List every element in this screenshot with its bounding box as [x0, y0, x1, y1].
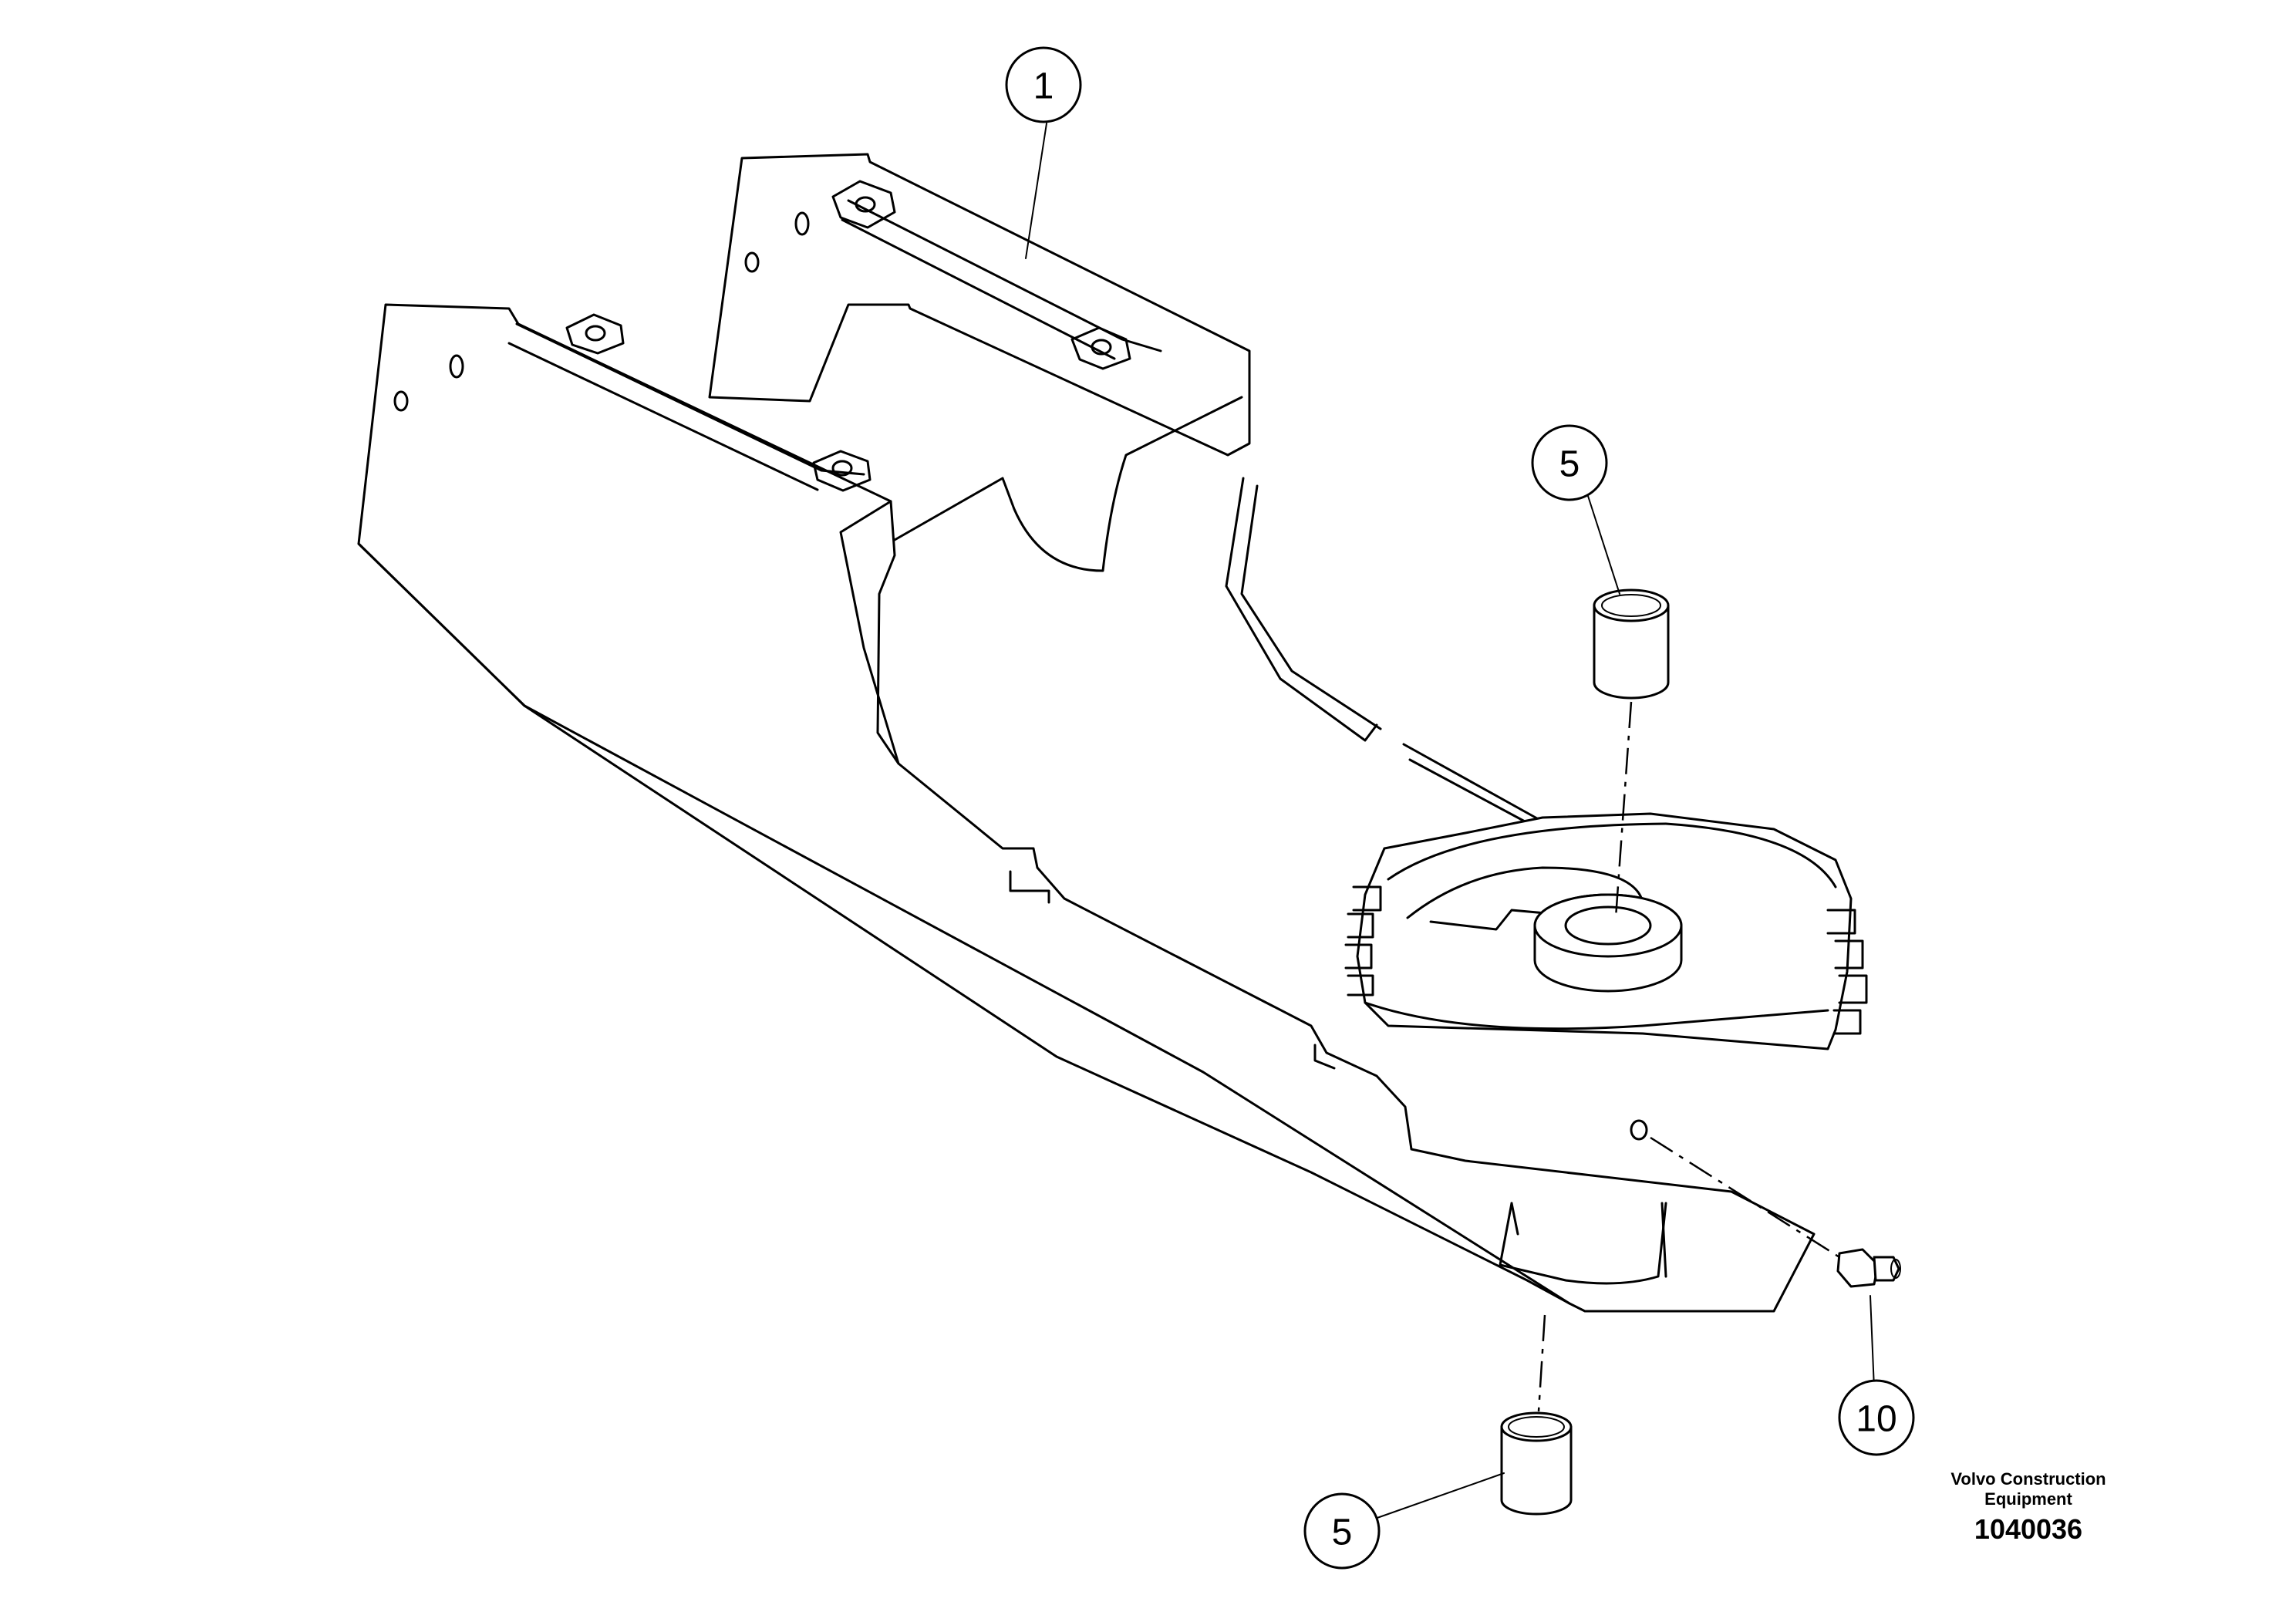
callout-5-lower-label: 5 — [1332, 1512, 1353, 1553]
axis-line-lower — [1537, 1314, 1546, 1412]
leader-line-5b — [1372, 1472, 1505, 1520]
housing-part — [357, 153, 1816, 1313]
callout-1: 1 — [1005, 46, 1082, 123]
callout-10-label: 10 — [1856, 1399, 1896, 1440]
grease-nipple — [1836, 1248, 1901, 1288]
manufacturer-block: Volvo Construction Equipment — [1866, 1469, 2190, 1509]
bushing-lower — [1500, 1411, 1573, 1516]
callout-1-label: 1 — [1033, 66, 1054, 107]
callout-5-lower: 5 — [1303, 1492, 1381, 1570]
manufacturer-name-line1: Volvo Construction — [1950, 1469, 2106, 1489]
leader-line-5a — [1586, 493, 1620, 595]
swing-plate — [1344, 812, 1868, 1050]
bushing-upper — [1593, 588, 1670, 700]
callout-5-upper-label: 5 — [1559, 444, 1580, 485]
drawing-number: 1040036 — [1974, 1513, 2083, 1545]
manufacturer-name-line2: Equipment — [1984, 1489, 2072, 1509]
axis-line-grease — [1650, 1136, 1840, 1259]
leader-line-1 — [1025, 123, 1047, 259]
axis-line-upper — [1614, 701, 1633, 919]
callout-10: 10 — [1838, 1379, 1915, 1456]
leader-line-10 — [1870, 1295, 1875, 1389]
callout-5-upper: 5 — [1531, 424, 1608, 501]
drawing-number-block: 1040036 — [1866, 1513, 2190, 1546]
